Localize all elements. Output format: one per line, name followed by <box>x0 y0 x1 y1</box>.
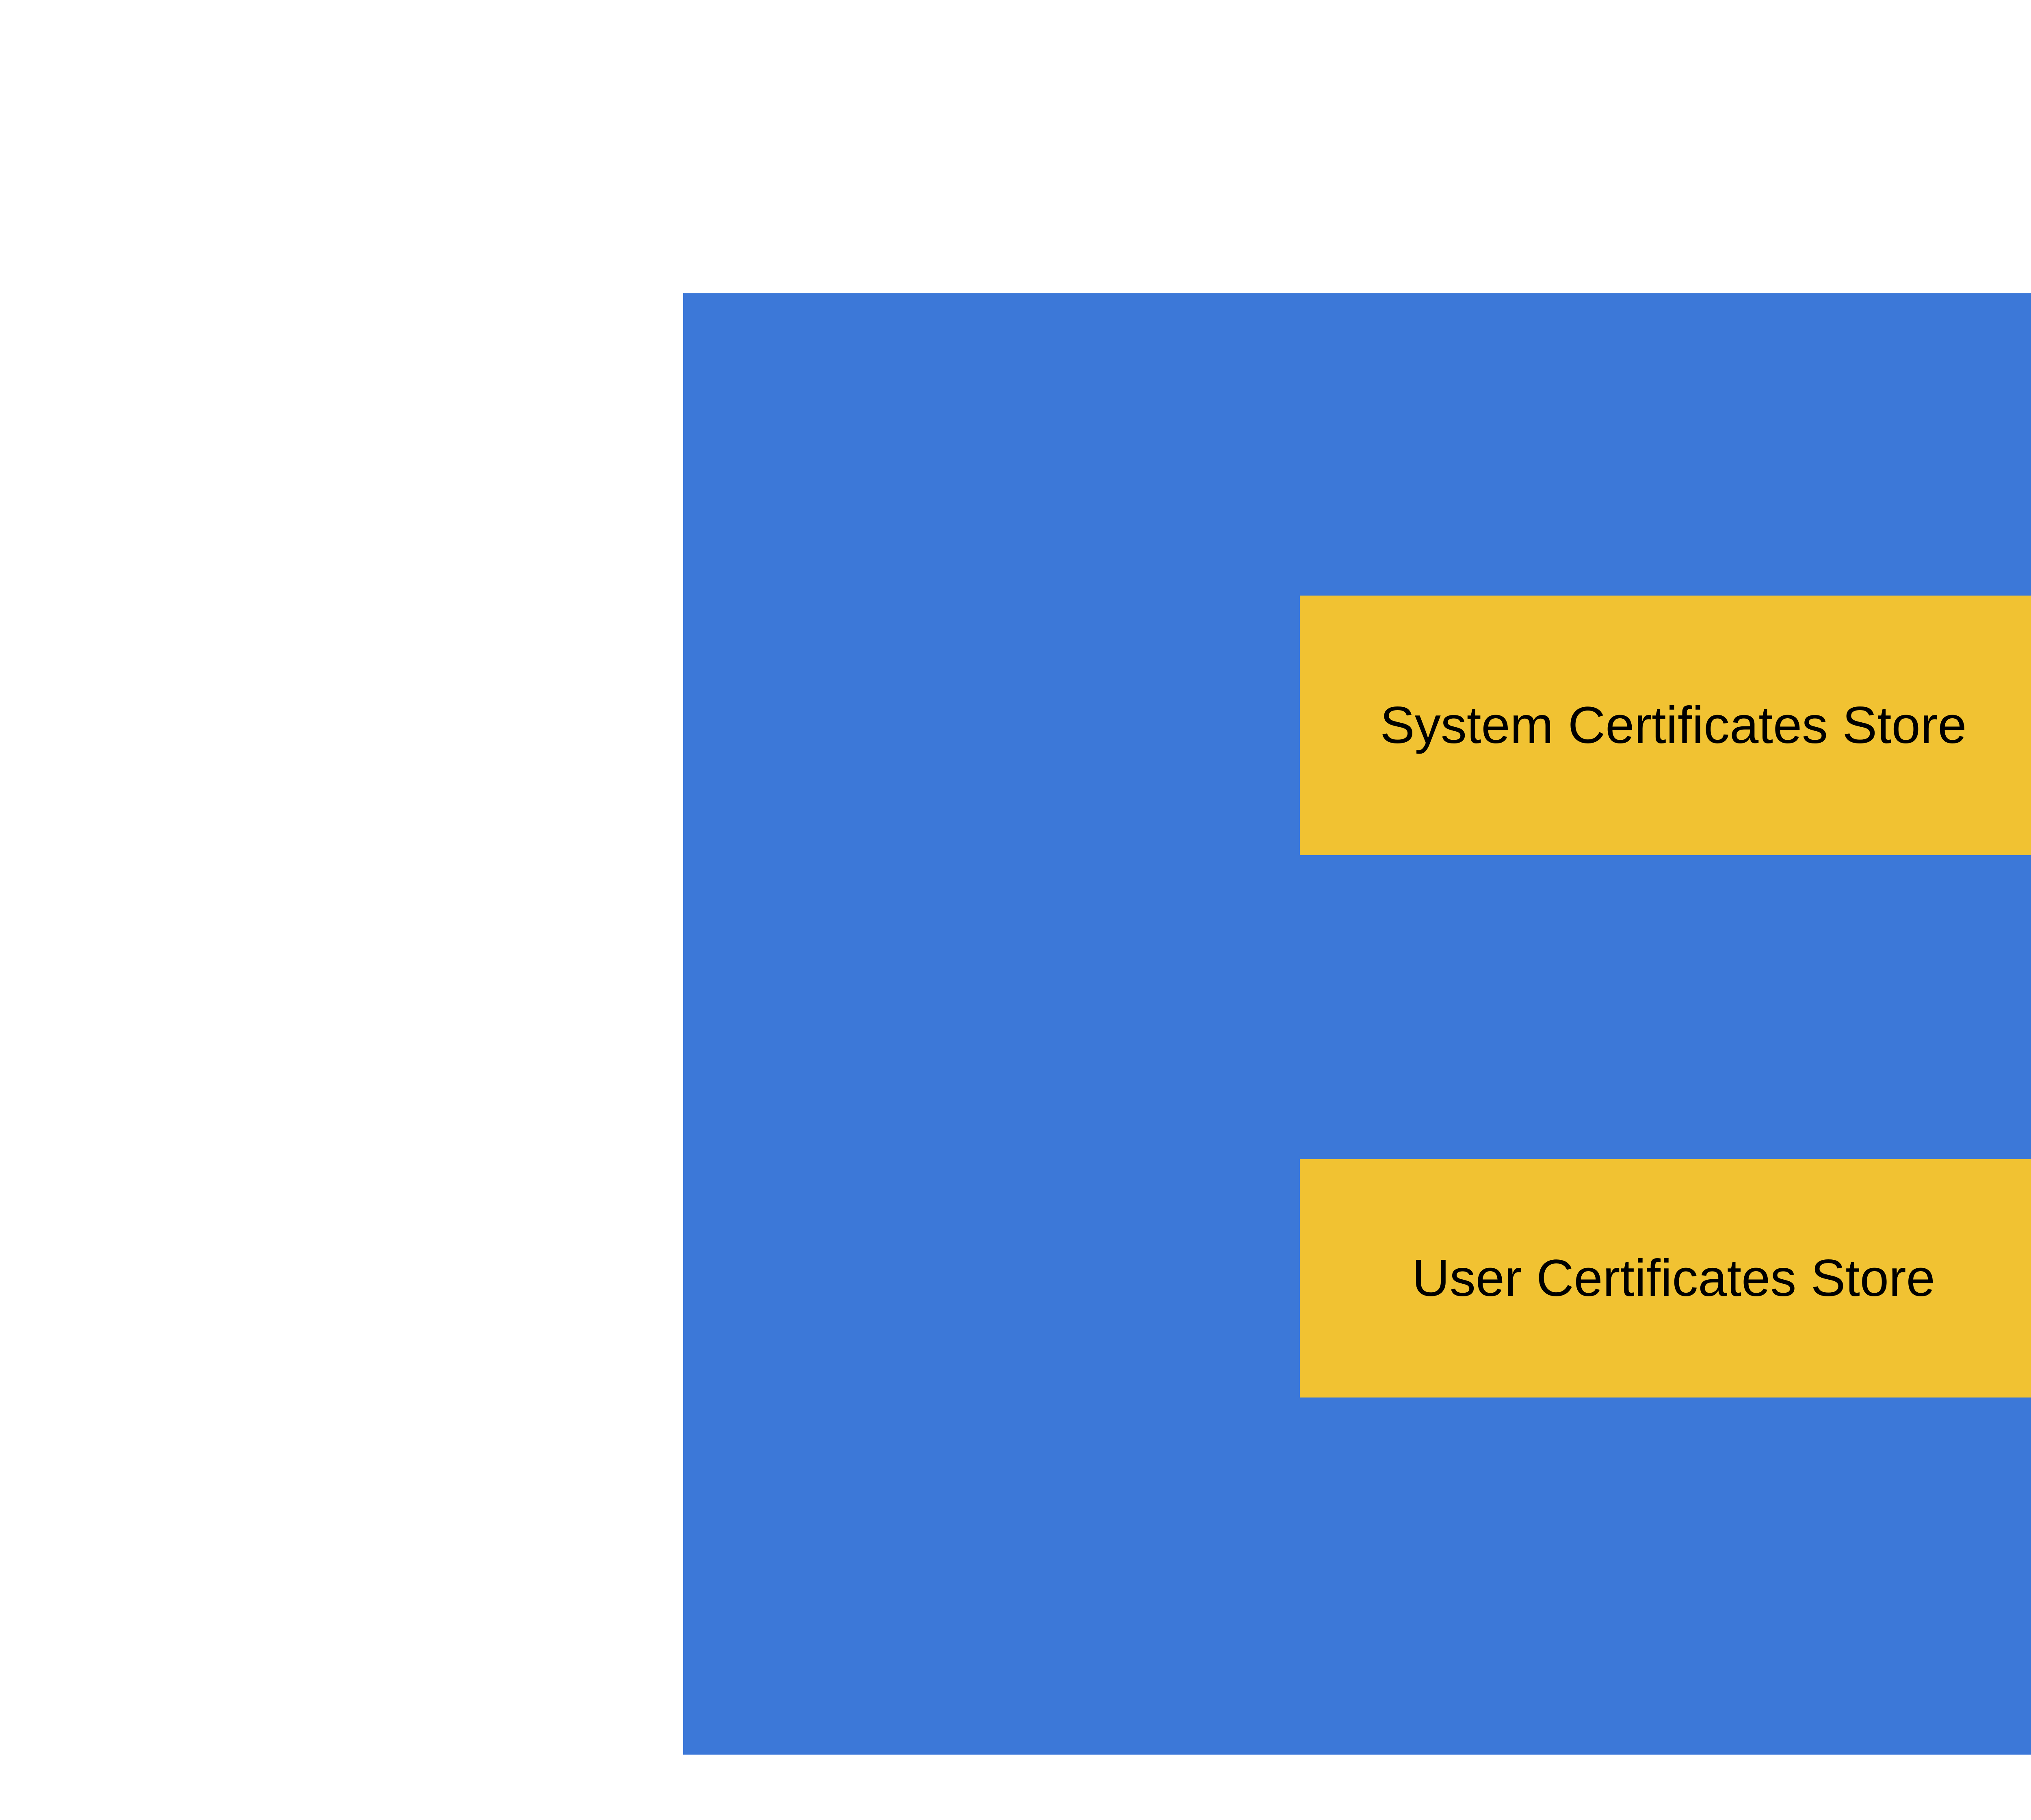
user-certificates-store-label: User Certificates Store <box>1412 1249 1935 1307</box>
user-certificates-store-box: User Certificates Store <box>1300 1159 2031 1398</box>
windows-client-container: Windows client <box>683 293 2031 1755</box>
system-certificates-store-label: System Certificates Store <box>1380 696 1967 754</box>
system-certificates-store-box: System Certificates Store <box>1300 596 2031 855</box>
